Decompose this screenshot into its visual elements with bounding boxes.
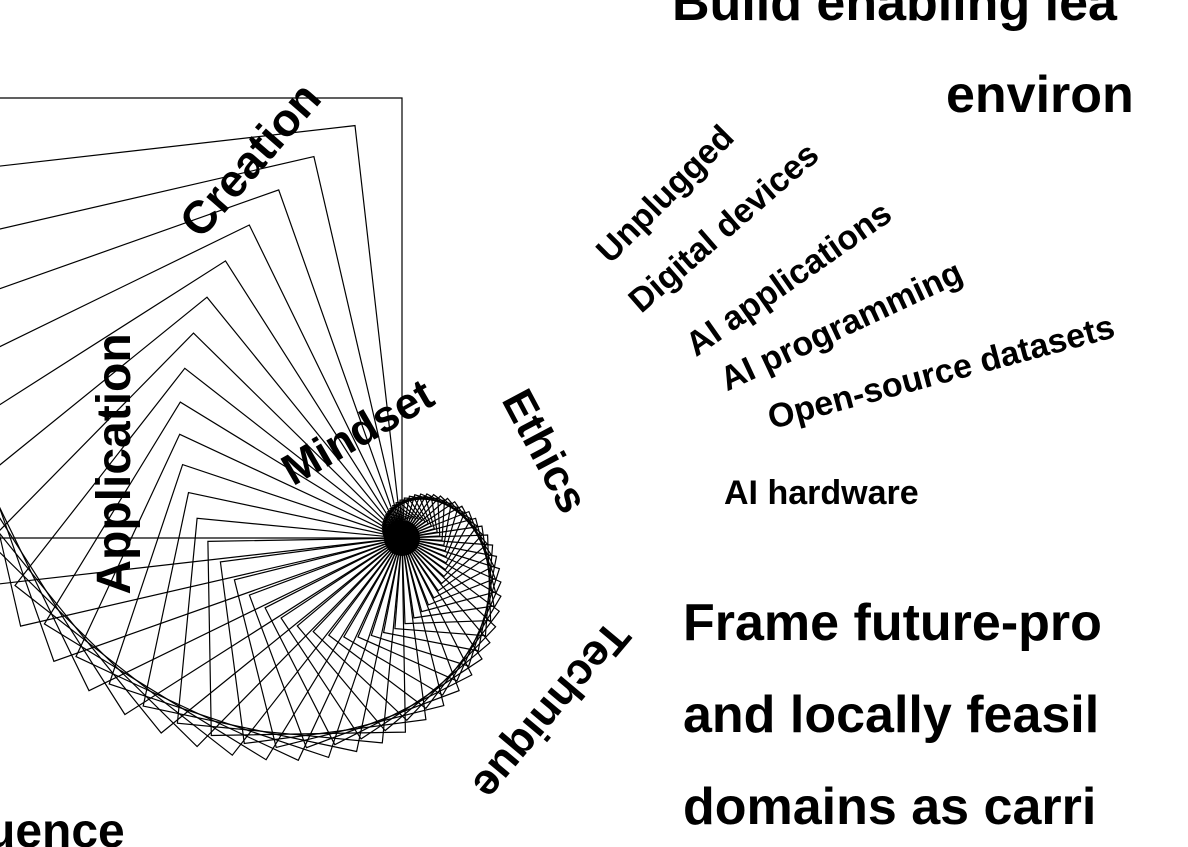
spiral-square bbox=[399, 497, 441, 539]
spiral-square bbox=[0, 260, 403, 716]
spiral-square bbox=[370, 537, 501, 667]
spiral-square bbox=[207, 537, 407, 737]
label-ethics: Ethics bbox=[492, 381, 597, 521]
spiral-square bbox=[342, 537, 502, 696]
spiral-square bbox=[401, 493, 472, 564]
spiral-square bbox=[395, 496, 438, 539]
spiral-square bbox=[401, 510, 496, 606]
spiral-square bbox=[280, 537, 483, 740]
spiral-square bbox=[0, 155, 403, 627]
spiral-square bbox=[108, 463, 403, 759]
spiral-square bbox=[219, 537, 427, 745]
spiral-square bbox=[384, 497, 426, 539]
spiral-square bbox=[401, 493, 478, 571]
env-ai-hardware: AI hardware bbox=[724, 474, 919, 512]
spiral-square bbox=[142, 491, 403, 753]
spiral-square bbox=[357, 537, 502, 682]
heading-bottom-line2: and locally feasil bbox=[683, 686, 1099, 744]
spiral-square bbox=[386, 496, 430, 539]
spiral-square bbox=[401, 517, 497, 613]
spiral-square bbox=[0, 124, 403, 585]
spiral-square bbox=[264, 537, 473, 746]
spiral-square bbox=[401, 493, 466, 558]
spiral-square bbox=[0, 189, 403, 663]
spiral-square bbox=[401, 500, 492, 592]
spiral-square bbox=[296, 537, 491, 732]
spiral-square bbox=[14, 367, 403, 757]
spiral-square bbox=[233, 537, 445, 749]
spiral-square bbox=[327, 537, 501, 710]
spiral-square bbox=[382, 537, 498, 652]
spiral-square bbox=[312, 537, 497, 722]
spiral-square bbox=[401, 497, 446, 542]
spiral-square bbox=[401, 534, 492, 625]
spiral-square bbox=[391, 495, 436, 539]
rotating-squares-spiral bbox=[0, 97, 502, 762]
heading-left-cut: uence bbox=[0, 805, 125, 847]
label-application: Application bbox=[88, 333, 141, 594]
heading-bottom-line3: domains as carri bbox=[683, 778, 1096, 836]
spiral-square bbox=[401, 495, 452, 547]
spiral-square bbox=[394, 537, 494, 637]
label-mindset: Mindset bbox=[274, 369, 443, 495]
spiral-square bbox=[0, 224, 403, 692]
spiral-square bbox=[0, 97, 403, 539]
spiral-square bbox=[401, 494, 459, 552]
spiral-square bbox=[401, 495, 484, 578]
spiral-square bbox=[176, 517, 403, 744]
heading-bottom-line1: Frame future-pro bbox=[683, 594, 1102, 652]
spiral-square bbox=[389, 495, 433, 539]
spiral-square bbox=[43, 401, 403, 761]
spiral-center bbox=[384, 520, 420, 556]
spiral-square bbox=[401, 497, 488, 585]
spiral-square bbox=[0, 296, 403, 734]
spiral-square bbox=[0, 332, 403, 748]
spiral-square bbox=[75, 433, 403, 762]
heading-top-line1: Build enabling lea bbox=[672, 0, 1118, 32]
spiral-square bbox=[401, 505, 495, 599]
heading-top-line2: environ bbox=[946, 66, 1134, 124]
spiral-square bbox=[248, 537, 460, 749]
spiral-square bbox=[401, 525, 495, 619]
